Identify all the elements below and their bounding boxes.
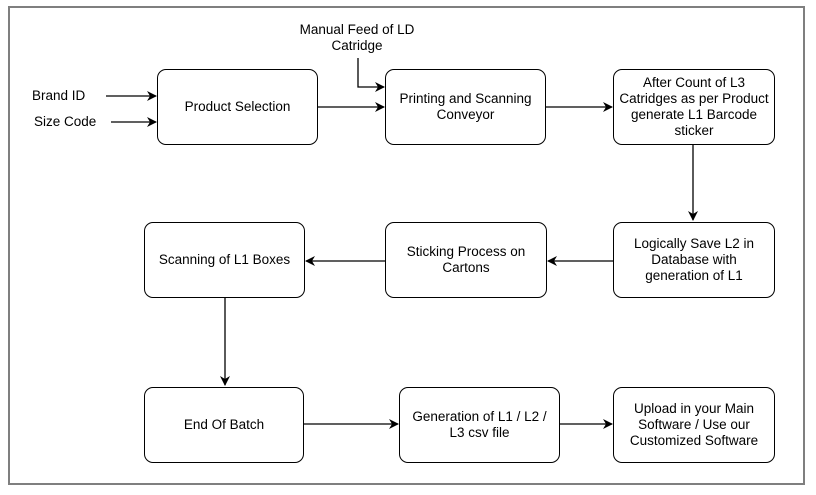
end-of-batch-box: End Of Batch: [144, 387, 304, 463]
arrow-manual-feed-to-conveyor: [357, 58, 385, 92]
input-label-size-code: Size Code: [34, 114, 97, 129]
sticking-process-box: Sticking Process on Cartons: [385, 222, 547, 298]
after-count-box: After Count of L3 Catridges as per Produ…: [613, 69, 775, 145]
product-selection-box: Product Selection: [157, 69, 318, 145]
input-label-brand-id: Brand ID: [32, 88, 86, 103]
scanning-l1-boxes-box: Scanning of L1 Boxes: [144, 222, 305, 298]
logically-save-box: Logically Save L2 in Database with gener…: [613, 222, 775, 298]
printing-scanning-conveyor-box: Printing and Scanning Conveyor: [385, 69, 546, 145]
input-label-manual-feed: Manual Feed of LD Catridge: [299, 22, 415, 53]
generation-csv-box: Generation of L1 / L2 / L3 csv file: [399, 387, 560, 463]
upload-software-box: Upload in your Main Software / Use our C…: [613, 387, 775, 463]
